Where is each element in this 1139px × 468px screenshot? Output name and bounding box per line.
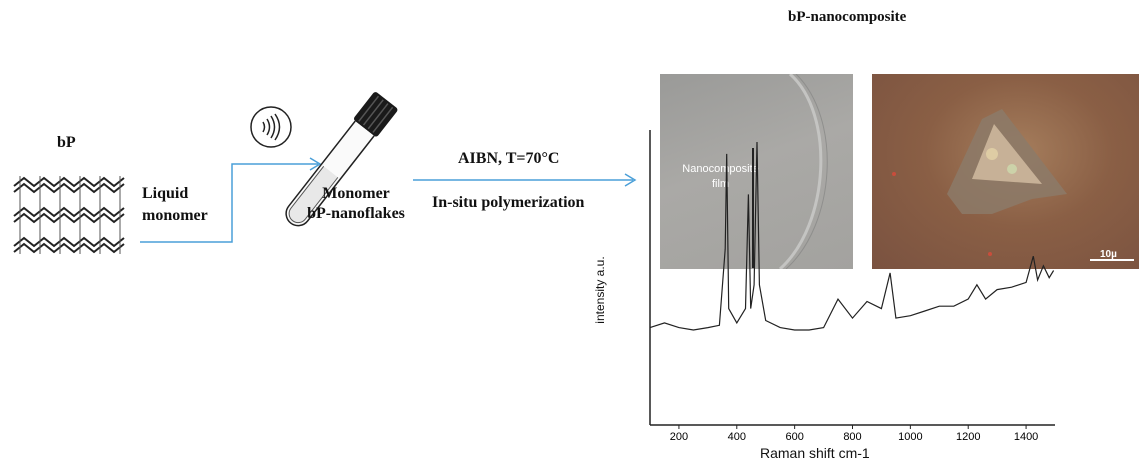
x-tick-label: 400 bbox=[728, 431, 746, 440]
liquid-label-line1: Liquid bbox=[142, 185, 189, 202]
x-tick-label: 600 bbox=[785, 431, 803, 440]
x-axis-label: Raman shift cm-1 bbox=[760, 445, 870, 461]
bp-layers-icon bbox=[13, 176, 125, 254]
liquid-monomer-label: Liquid monomer bbox=[142, 183, 208, 227]
reaction-conditions-label: AIBN, T=70°C bbox=[458, 150, 560, 167]
scale-bar-label: 10µ bbox=[1100, 249, 1117, 260]
x-tick-label: 1000 bbox=[898, 431, 922, 440]
y-axis-label: intensity a.u. bbox=[593, 256, 607, 324]
microscope-photo: ​ bbox=[872, 74, 1139, 269]
bp-label: bP bbox=[57, 134, 76, 151]
raman-spectrum-chart: 200 400 600 800 1000 1200 1400 bbox=[649, 130, 1055, 440]
liquid-label-line2: monomer bbox=[142, 207, 208, 224]
x-tick-label: 200 bbox=[670, 431, 688, 440]
arrow-step-1 bbox=[140, 157, 322, 243]
arrow-polymerization bbox=[413, 173, 637, 187]
film-label: Nanocomposite film bbox=[668, 162, 773, 192]
spectrum-pointer-line bbox=[752, 148, 754, 268]
x-tick-label: 1200 bbox=[956, 431, 980, 440]
x-tick-label: 1400 bbox=[1014, 431, 1038, 440]
spectrum-line bbox=[649, 141, 1055, 331]
ultrasound-icon bbox=[250, 106, 292, 148]
insitu-polymerization-label: In-situ polymerization bbox=[432, 194, 585, 211]
monomer-label-line2: bP-nanoflakes bbox=[307, 205, 405, 222]
film-label-line1: Nanocomposite bbox=[682, 163, 759, 175]
test-tube-icon bbox=[285, 92, 398, 227]
film-label-line2: film bbox=[711, 178, 730, 190]
monomer-nanoflakes-label: Monomer bP-nanoflakes bbox=[296, 184, 416, 224]
x-tick-label: 800 bbox=[843, 431, 861, 440]
monomer-label-line1: Monomer bbox=[322, 185, 390, 202]
